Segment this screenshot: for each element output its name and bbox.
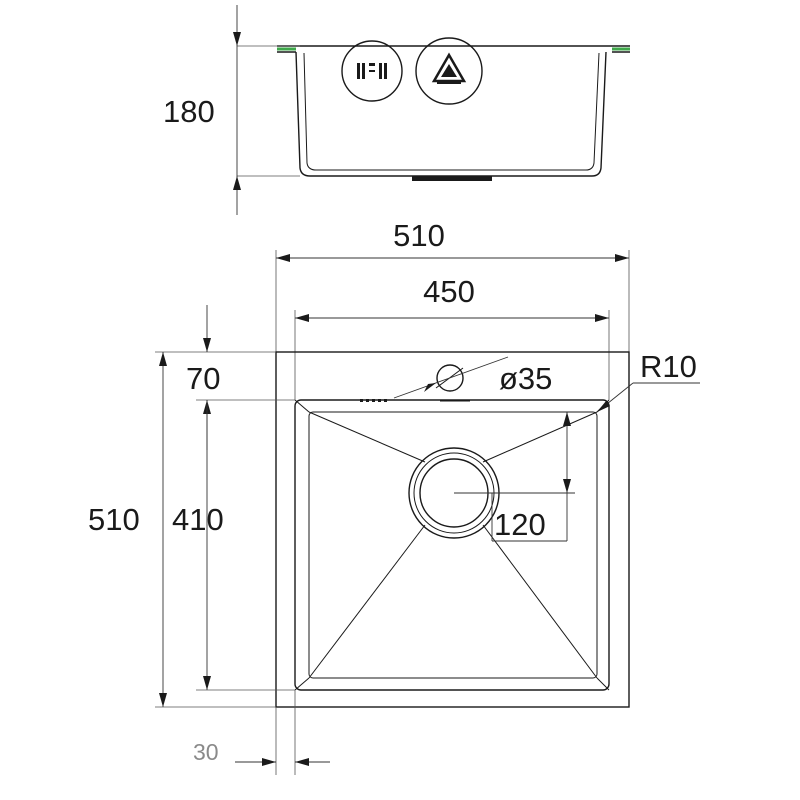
drain-offset-label: 120 <box>494 507 546 542</box>
warning-triangle-icon <box>431 52 467 84</box>
bowl-width-label: 450 <box>423 274 475 309</box>
overflow-slots <box>360 399 470 402</box>
corner-radius-label: R10 <box>640 349 697 384</box>
bowl-length-label: 410 <box>172 502 224 537</box>
front-margin-label: 70 <box>186 361 220 396</box>
overall-length-label: 510 <box>88 502 140 537</box>
drain-button <box>415 37 483 105</box>
top-view: 510 450 <box>88 218 700 775</box>
pause-like-icon <box>357 63 387 79</box>
overall-width-label: 510 <box>393 218 445 253</box>
side-view: 180 <box>163 5 630 215</box>
tap-hole-label: ø35 <box>499 361 552 396</box>
depth-label: 180 <box>163 94 215 129</box>
rim-label: 30 <box>193 739 219 765</box>
overflow-button <box>341 40 403 102</box>
